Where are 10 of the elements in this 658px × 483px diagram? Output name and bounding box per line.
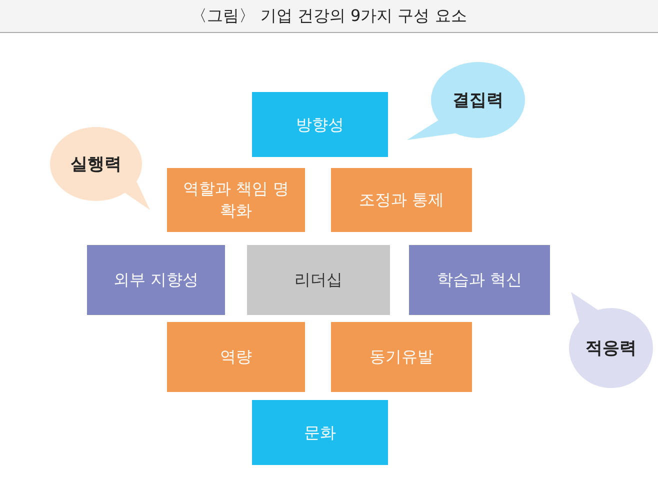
component-box: 외부 지향성 xyxy=(87,245,225,315)
component-box: 동기유발 xyxy=(331,322,472,392)
component-box: 리더십 xyxy=(247,245,390,315)
component-box: 역할과 책임 명확화 xyxy=(167,168,305,232)
component-box: 역량 xyxy=(167,322,305,392)
component-box: 학습과 혁신 xyxy=(409,245,550,315)
component-box: 방향성 xyxy=(252,92,388,157)
component-box: 조정과 통제 xyxy=(331,168,472,232)
title-bar: 〈그림〉 기업 건강의 9가지 구성 요소 xyxy=(0,0,658,33)
component-box: 문화 xyxy=(252,400,388,465)
